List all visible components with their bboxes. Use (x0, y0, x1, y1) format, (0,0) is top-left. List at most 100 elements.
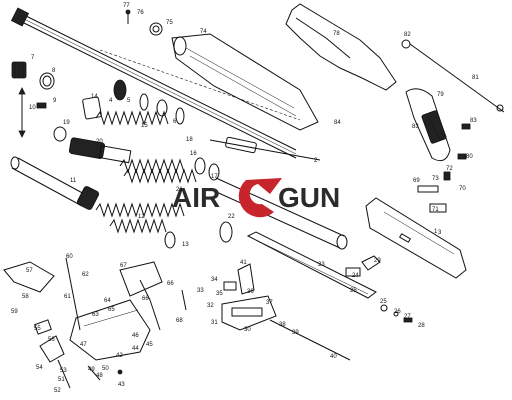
part-label: 74 (200, 29, 207, 35)
part-41 (237, 263, 255, 295)
part-label: 73 (432, 176, 439, 182)
part-label: 48 (96, 373, 103, 379)
part-label: 46 (132, 333, 139, 339)
part-label: 83 (412, 124, 419, 130)
part-label: 14 (91, 94, 98, 100)
part-label: 18 (186, 137, 193, 143)
part-label: 12 (138, 214, 145, 220)
stock-rod (409, 43, 505, 113)
part-label: 21 (176, 187, 183, 193)
part-label: 79 (437, 92, 444, 98)
part-label: 66 (167, 281, 174, 287)
part-label: 32 (207, 303, 214, 309)
ring-76 (149, 22, 163, 36)
part-label: 71 (432, 207, 439, 213)
part-label: 61 (64, 294, 71, 300)
part-label: 16 (190, 151, 197, 157)
part-label: 59 (11, 309, 18, 315)
logo-text-left: AIR (172, 182, 220, 213)
part-label: 63 (92, 312, 99, 318)
part-label: 42 (116, 353, 123, 359)
washer-18 (175, 107, 185, 125)
part-label: 77 (123, 3, 130, 9)
part-29 (361, 255, 381, 271)
part-label: 58 (22, 294, 29, 300)
part-label: 37 (266, 300, 273, 306)
spring-61 (65, 257, 81, 331)
part-label: 25 (350, 288, 357, 294)
part-label: 60 (66, 254, 73, 260)
spring-15 (95, 110, 169, 126)
part-label: 20 (96, 139, 103, 145)
part-17 (194, 157, 206, 175)
part-label: 38 (279, 322, 286, 328)
part-label: 30 (244, 327, 251, 333)
bolt (68, 137, 132, 164)
spring-12 (95, 202, 185, 218)
part-label: 40 (330, 354, 337, 360)
spring-lower (109, 218, 167, 234)
part-label: 64 (104, 298, 111, 304)
pin-33 (181, 289, 187, 311)
muzzle-cap (11, 61, 27, 79)
part-label: 28 (418, 323, 425, 329)
part-label: 62 (82, 272, 89, 278)
nut-83 (401, 39, 411, 49)
logo-swoosh-icon (238, 178, 282, 218)
screw-10 (36, 102, 47, 109)
part-label: 81 (472, 75, 479, 81)
part-70 (417, 185, 439, 193)
part-number-labels: 1 2 3 4 5 6 7 8 9 10 11 12 13 14 15 16 1… (11, 3, 479, 394)
spring-16 (119, 158, 185, 174)
buttplate (405, 88, 451, 162)
screw-81 (457, 153, 467, 160)
muzzle-ring (39, 72, 55, 90)
part-label: 70 (459, 186, 466, 192)
part-label: 6 (173, 119, 177, 125)
part-label: 10 (29, 105, 36, 111)
part-label: 68 (176, 318, 183, 324)
rod-2 (209, 139, 321, 161)
receiver-tube (211, 177, 348, 250)
part-label: 39 (292, 330, 299, 336)
part-label: 2 (314, 158, 318, 164)
trigger-group (3, 261, 163, 363)
screw-83b (461, 123, 471, 130)
part-25b (380, 304, 388, 312)
part-label: 7 (31, 55, 35, 61)
pin-66 (139, 279, 151, 301)
part-label: 19 (63, 120, 70, 126)
part-label: 5 (127, 98, 131, 104)
part-label: 78 (333, 31, 340, 37)
part-label: 80 (466, 154, 473, 160)
part-label: 53 (60, 368, 67, 374)
part-label: 75 (166, 20, 173, 26)
part-label: 27 (404, 314, 411, 320)
part-label: 22 (228, 214, 235, 220)
part-label: 23 (318, 262, 325, 268)
rod-40 (269, 319, 351, 361)
part-label: 26 (394, 309, 401, 315)
part-label: 50 (102, 366, 109, 372)
part-label: 57 (26, 268, 33, 274)
part-label: 8 (52, 68, 56, 74)
part-label: 3 (438, 230, 442, 236)
pin-69 (149, 299, 161, 331)
part-label: 35 (216, 291, 223, 297)
part-label: 31 (211, 320, 218, 326)
ring-22 (219, 221, 233, 243)
part-label: 13 (182, 242, 189, 248)
barrel (10, 7, 301, 159)
part-label: 76 (137, 10, 144, 16)
part-label: 36 (247, 289, 254, 295)
part-label: 54 (36, 365, 43, 371)
ring-13 (164, 231, 176, 249)
barrel-sleeve (10, 156, 100, 210)
part-label: 67 (120, 263, 127, 269)
part-label: 47 (80, 342, 87, 348)
forend-handguard (171, 33, 319, 131)
part-label: 11 (70, 178, 77, 184)
part-label: 72 (446, 166, 453, 172)
logo-text-right: GUN (278, 182, 340, 213)
